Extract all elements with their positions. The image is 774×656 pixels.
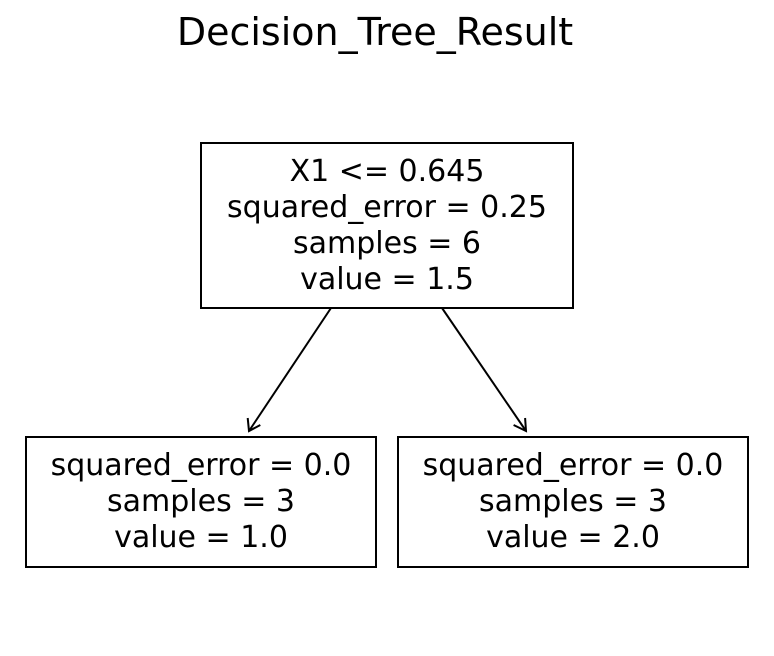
right-value: value = 2.0 [486, 520, 660, 555]
edge-root-to-right [441, 307, 528, 433]
right-squared-error: squared_error = 0.0 [422, 448, 724, 483]
root-value: value = 1.5 [300, 261, 474, 297]
left-value: value = 1.0 [114, 520, 288, 555]
root-node: X1 <= 0.645 squared_error = 0.25 samples… [200, 142, 574, 309]
left-squared-error: squared_error = 0.0 [50, 448, 352, 483]
right-samples: samples = 3 [479, 484, 667, 519]
root-samples: samples = 6 [293, 225, 481, 261]
left-leaf-node: squared_error = 0.0 samples = 3 value = … [25, 436, 377, 568]
right-leaf-node: squared_error = 0.0 samples = 3 value = … [397, 436, 749, 568]
diagram-title: Decision_Tree_Result [176, 10, 574, 54]
left-samples: samples = 3 [107, 484, 295, 519]
root-split-condition: X1 <= 0.645 [289, 153, 485, 189]
edge-root-to-left [246, 307, 332, 433]
root-squared-error: squared_error = 0.25 [227, 189, 547, 225]
